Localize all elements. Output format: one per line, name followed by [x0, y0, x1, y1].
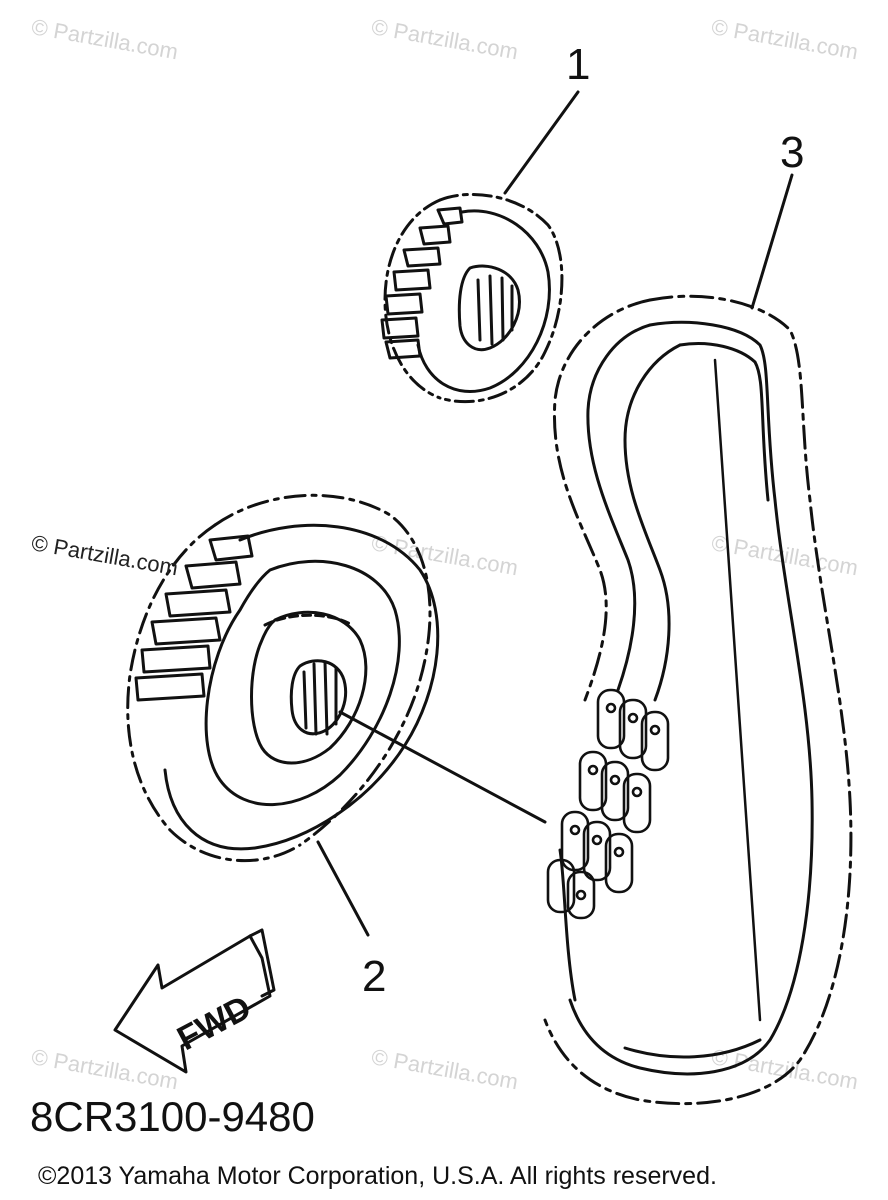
forward-arrow-icon	[113, 928, 276, 1074]
drive-chain	[543, 173, 853, 1106]
callout-1: 1	[566, 40, 591, 89]
callout-3: 3	[780, 128, 805, 177]
copyright-notice: ©2013 Yamaha Motor Corporation, U.S.A. A…	[38, 1162, 717, 1190]
small-sprocket	[380, 90, 580, 404]
part-code: 8CR3100-9480	[30, 1093, 315, 1140]
large-sprocket	[126, 493, 547, 937]
callout-2: 2	[362, 952, 387, 1001]
